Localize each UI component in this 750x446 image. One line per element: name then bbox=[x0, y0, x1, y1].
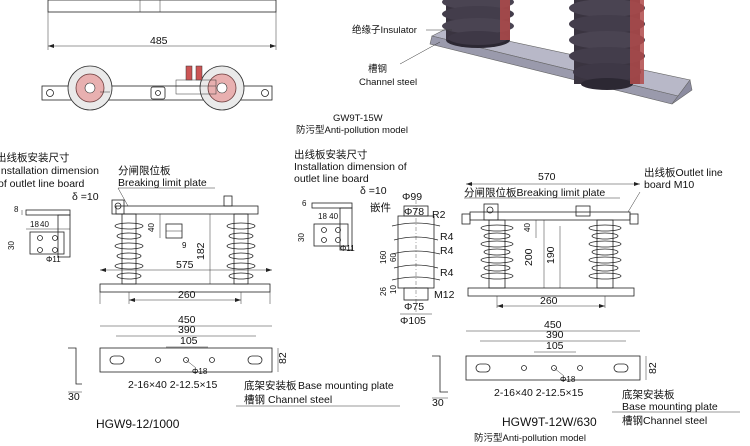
mid-d60: 60 bbox=[389, 253, 398, 262]
left-assembly: 出线板安装尺寸 Installation dimension of outlet… bbox=[0, 151, 400, 431]
insulator-label: 绝缘子Insulator bbox=[352, 24, 417, 36]
left-channel-section bbox=[68, 347, 82, 385]
left-d8: 8 bbox=[14, 205, 19, 214]
mid-m12: M12 bbox=[434, 289, 455, 301]
left-d11: Φ11 bbox=[46, 255, 61, 264]
right-insulator-a bbox=[480, 219, 514, 289]
right-d190: 190 bbox=[545, 246, 557, 264]
left-d82: 82 bbox=[277, 352, 289, 364]
right-holes: 2-16×40 2-12.5×15 bbox=[494, 387, 583, 399]
right-d18: Φ18 bbox=[560, 375, 576, 384]
right-d82: 82 bbox=[647, 362, 659, 374]
left-outlet-title-en1: Installation dimension bbox=[0, 165, 99, 177]
insulator-stack-left bbox=[442, 0, 514, 48]
right-base-en: Base mounting plate bbox=[622, 401, 718, 413]
right-breaking: 分闸限位板Breaking limit plate bbox=[464, 186, 605, 199]
left-breaking-cn: 分闸限位板 bbox=[118, 164, 171, 177]
left-chan-cn: 槽钢 bbox=[244, 393, 265, 406]
mid-r2: R2 bbox=[432, 209, 446, 221]
channel-steel-illustration: 绝缘子Insulator 槽钢 Channel steel bbox=[352, 0, 693, 105]
right-outlet-cn: 出线板Outlet line bbox=[644, 166, 723, 179]
mid-outlet-title-cn: 出线板安装尺寸 bbox=[294, 148, 368, 161]
left-d182: 182 bbox=[195, 242, 207, 260]
left-base-en: Base mounting plate bbox=[298, 380, 394, 392]
middle-section: 出线板安装尺寸 Installation dimension of outlet… bbox=[294, 148, 455, 327]
top-plan-view: 485 bbox=[41, 0, 277, 111]
mid-insulator-section bbox=[391, 200, 441, 315]
mid-phi105: Φ105 bbox=[400, 315, 426, 327]
mid-d11: Φ11 bbox=[340, 244, 355, 253]
mid-r4c: R4 bbox=[440, 267, 454, 279]
left-chan-en: Channel steel bbox=[268, 394, 332, 406]
left-outlet-title-en2: of outlet line board bbox=[0, 178, 85, 190]
mid-d30: 30 bbox=[297, 233, 306, 242]
mid-d6: 6 bbox=[302, 199, 307, 208]
mid-d10: 10 bbox=[389, 285, 398, 294]
dim-485: 485 bbox=[150, 35, 168, 47]
left-base-cn: 底架安装板 bbox=[244, 379, 297, 392]
channel-label-cn: 槽钢 bbox=[368, 63, 387, 75]
left-d18b: Φ18 bbox=[192, 367, 208, 376]
mid-d1840: 18 40 bbox=[318, 212, 339, 221]
left-d390: 390 bbox=[178, 324, 196, 336]
mid-outlet-title-en2: outlet line board bbox=[294, 173, 369, 185]
right-d390: 390 bbox=[546, 329, 564, 341]
right-d570: 570 bbox=[538, 171, 556, 183]
left-d260: 260 bbox=[178, 289, 196, 301]
left-d18: 18 bbox=[30, 220, 39, 229]
mid-delta: δ =10 bbox=[360, 185, 387, 197]
mid-phi78: Φ78 bbox=[404, 206, 424, 218]
right-base-cn: 底架安装板 bbox=[622, 388, 675, 401]
mid-outlet-title-en1: Installation dimension of bbox=[294, 161, 407, 173]
model-top: GW9T-15W bbox=[333, 113, 383, 124]
left-insulator-b bbox=[226, 213, 256, 285]
left-d450: 450 bbox=[178, 314, 196, 326]
right-d30: 30 bbox=[432, 397, 444, 409]
right-chan: 槽钢Channel steel bbox=[622, 414, 707, 427]
right-d40: 40 bbox=[523, 223, 532, 232]
left-d105: 105 bbox=[180, 335, 198, 347]
mid-d160: 160 bbox=[379, 250, 388, 264]
left-model: HGW9-12/1000 bbox=[96, 417, 180, 431]
mid-phi99: Φ99 bbox=[402, 191, 422, 203]
mid-d26: 26 bbox=[379, 287, 388, 296]
left-holes: 2-16×40 2-12.5×15 bbox=[128, 379, 217, 391]
right-d450: 450 bbox=[544, 319, 562, 331]
left-delta: δ =10 bbox=[72, 191, 99, 203]
channel-label-en: Channel steel bbox=[359, 77, 417, 88]
mid-r4a: R4 bbox=[440, 231, 454, 243]
left-d30: 30 bbox=[7, 241, 16, 250]
right-d260: 260 bbox=[540, 295, 558, 307]
left-d40b: 40 bbox=[147, 223, 156, 232]
mid-phi75: Φ75 bbox=[404, 301, 424, 313]
left-d40: 40 bbox=[40, 220, 49, 229]
right-channel-plan bbox=[465, 355, 641, 381]
left-breaking-en: Breaking limit plate bbox=[118, 177, 207, 189]
mid-outlet-plate-detail: 6 18 40 30 Φ11 bbox=[297, 199, 355, 253]
left-outlet-title-cn: 出线板安装尺寸 bbox=[0, 151, 70, 164]
left-channel-plan bbox=[99, 347, 273, 373]
right-insulator-b bbox=[588, 219, 622, 289]
left-d9: 9 bbox=[182, 241, 187, 250]
left-outlet-plate-detail: 8 18 40 30 Φ11 bbox=[7, 205, 71, 264]
right-assembly: 570 出线板Outlet line board M10 分闸限位板Breaki… bbox=[432, 166, 740, 444]
insulator-stack-right bbox=[569, 0, 645, 90]
right-model: HGW9T-12W/630 bbox=[502, 415, 597, 429]
right-outlet-en: board M10 bbox=[644, 179, 694, 191]
right-model-sub: 防污型Anti-pollution model bbox=[474, 432, 586, 444]
mid-r4b: R4 bbox=[440, 245, 454, 257]
right-d105: 105 bbox=[546, 340, 564, 352]
left-d575: 575 bbox=[176, 259, 194, 271]
left-d30b: 30 bbox=[68, 391, 80, 403]
mid-insert: 嵌件 bbox=[370, 202, 391, 214]
model-top-sub: 防污型Anti-pollution model bbox=[296, 124, 408, 136]
left-insulator-a bbox=[114, 213, 144, 285]
right-d200: 200 bbox=[523, 248, 535, 266]
right-channel-section bbox=[432, 355, 448, 393]
